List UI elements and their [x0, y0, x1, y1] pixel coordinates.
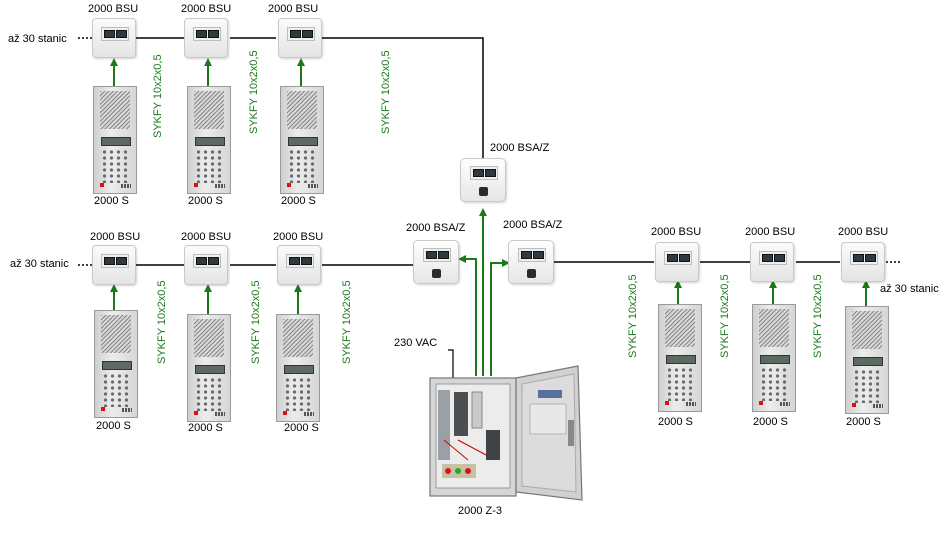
controller-arrows [458, 208, 510, 376]
bsu-label-left-2: 2000 BSU [181, 231, 232, 243]
cable-label-left-1: SYKFY 10x2x0,5 [156, 280, 168, 364]
power-label: 230 VAC [394, 337, 438, 349]
cable-label-right-2: SYKFY 10x2x0,5 [719, 274, 731, 358]
bsaz-module-left [413, 240, 459, 284]
station-label-left-3: 2000 S [284, 422, 319, 434]
cable-label-top-1: SYKFY 10x2x0,5 [152, 54, 164, 138]
intercom-station-right-1 [658, 304, 702, 412]
max-stations-label-top: až 30 stanic [8, 33, 67, 45]
intercom-station-top-1 [93, 86, 137, 194]
intercom-station-top-3 [280, 86, 324, 194]
station-label-right-1: 2000 S [658, 416, 693, 428]
station-label-left-1: 2000 S [96, 420, 131, 432]
bsu-socket-left-1 [92, 245, 136, 285]
station-label-top-3: 2000 S [281, 195, 316, 207]
intercom-station-right-2 [752, 304, 796, 412]
cable-label-left-3: SYKFY 10x2x0,5 [341, 280, 353, 364]
bsaz-label-center: 2000 BSA/Z [490, 142, 550, 154]
controller-cabinet [429, 365, 583, 501]
bsu-socket-left-2 [184, 245, 228, 285]
intercom-station-left-2 [187, 314, 231, 422]
station-arrows [110, 58, 870, 314]
intercom-station-left-1 [94, 310, 138, 418]
bsaz-module-right [508, 240, 554, 284]
bsu-label-top-3: 2000 BSU [268, 3, 319, 15]
bsu-label-right-1: 2000 BSU [651, 226, 702, 238]
station-label-right-2: 2000 S [753, 416, 788, 428]
bsaz-module-center [460, 158, 506, 202]
bsu-socket-right-1 [655, 242, 699, 282]
bsu-socket-top-1 [92, 18, 136, 58]
station-label-left-2: 2000 S [188, 422, 223, 434]
cable-label-right-3: SYKFY 10x2x0,5 [812, 274, 824, 358]
bsu-socket-right-2 [750, 242, 794, 282]
top-bus-wire [78, 37, 484, 158]
power-line [448, 349, 454, 378]
controller-label: 2000 Z-3 [458, 505, 503, 517]
cable-label-left-2: SYKFY 10x2x0,5 [250, 280, 262, 364]
bsaz-label-right: 2000 BSA/Z [503, 219, 563, 231]
bsu-label-top-1: 2000 BSU [88, 3, 139, 15]
bsu-label-left-1: 2000 BSU [90, 231, 141, 243]
max-stations-label-left: až 30 stanic [10, 258, 69, 270]
bsu-label-right-3: 2000 BSU [838, 226, 889, 238]
cable-label-top-2: SYKFY 10x2x0,5 [248, 50, 260, 134]
cable-label-top-3: SYKFY 10x2x0,5 [380, 50, 392, 134]
bsu-socket-left-3 [277, 245, 321, 285]
intercom-station-right-3 [845, 306, 889, 414]
cable-label-right-1: SYKFY 10x2x0,5 [627, 274, 639, 358]
bsu-label-left-3: 2000 BSU [273, 231, 324, 243]
bsaz-label-left: 2000 BSA/Z [406, 222, 466, 234]
station-label-top-1: 2000 S [94, 195, 129, 207]
bsu-socket-top-2 [184, 18, 228, 58]
station-label-top-2: 2000 S [188, 195, 223, 207]
bsu-label-right-2: 2000 BSU [745, 226, 796, 238]
max-stations-label-right: až 30 stanic [880, 283, 939, 295]
bsu-socket-right-3 [841, 242, 885, 282]
bsu-socket-top-3 [278, 18, 322, 58]
intercom-station-top-2 [187, 86, 231, 194]
intercom-station-left-3 [276, 314, 320, 422]
station-label-right-3: 2000 S [846, 416, 881, 428]
bsu-label-top-2: 2000 BSU [181, 3, 232, 15]
